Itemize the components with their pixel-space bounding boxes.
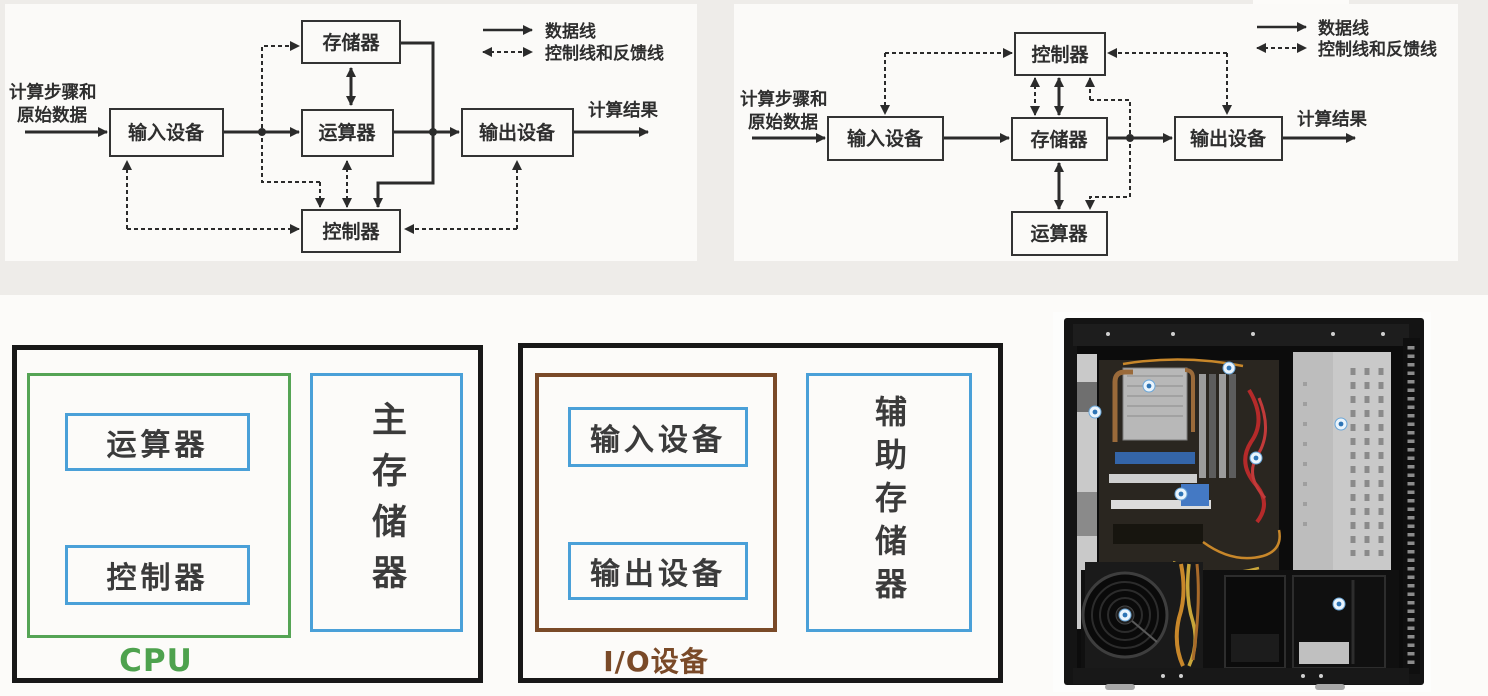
diagram-panel-alu-centric: 存储器 输入设备 运算器 输出设备 控制器 计算步骤和 原始数据 计算结果 数据… xyxy=(5,4,697,261)
von-neumann-diagram-memory-centric: 控制器 输入设备 存储器 输出设备 运算器 计算步骤和 原始数据 计算结果 数据… xyxy=(740,18,1437,256)
io-input-box: 输入设备 xyxy=(568,407,748,467)
node-input-label: 输入设备 xyxy=(128,121,205,144)
legend-data-line-label: 数据线 xyxy=(1318,18,1369,39)
input-annotation-line2: 原始数据 xyxy=(17,105,87,126)
computer-case-photo xyxy=(1053,312,1431,692)
control-feedback-lines xyxy=(880,48,1232,210)
cpu-caption: CPU xyxy=(119,643,193,679)
cpu-alu-box: 运算器 xyxy=(65,413,250,471)
case-bottom-rail xyxy=(1073,668,1409,690)
legend: 数据线 控制线和反馈线 xyxy=(1256,18,1437,60)
cpu-controller-box: 控制器 xyxy=(65,545,250,605)
auxiliary-memory-label: 辅助存储器 xyxy=(870,395,908,610)
output-annotation: 计算结果 xyxy=(1297,109,1367,130)
node-alu: 运算器 xyxy=(1011,211,1108,256)
junction-dot xyxy=(429,128,437,136)
node-alu-label: 运算器 xyxy=(1030,222,1088,245)
host-group-box-cpu: 运算器 控制器 CPU 主存储器 xyxy=(12,345,483,683)
legend-data-line-label: 数据线 xyxy=(545,21,596,42)
motherboard xyxy=(1099,358,1281,578)
output-annotation: 计算结果 xyxy=(588,100,658,121)
node-memory-label: 存储器 xyxy=(322,31,380,54)
node-input-label: 输入设备 xyxy=(847,127,924,150)
legend-control-line-label: 控制线和反馈线 xyxy=(545,43,664,64)
computer-case-photo-art xyxy=(1053,312,1431,692)
node-input-device: 输入设备 xyxy=(109,108,224,157)
legend-control-line-label: 控制线和反馈线 xyxy=(1318,39,1437,60)
node-input-device: 输入设备 xyxy=(827,116,944,161)
node-memory-label: 存储器 xyxy=(1030,128,1088,151)
legend: 数据线 控制线和反馈线 xyxy=(482,21,664,64)
io-group-box: 输入设备 输出设备 xyxy=(535,373,777,632)
main-memory-box: 主存储器 xyxy=(310,373,463,632)
node-output-device: 输出设备 xyxy=(461,108,574,157)
input-annotation-line1: 计算步骤和 xyxy=(740,89,828,110)
peripheral-group-box-io: 输入设备 输出设备 I/O设备 辅助存储器 xyxy=(518,343,1003,683)
node-output-label: 输出设备 xyxy=(1190,127,1267,150)
node-controller: 控制器 xyxy=(301,209,401,253)
node-controller-label: 控制器 xyxy=(1031,43,1089,66)
cpu-alu-label: 运算器 xyxy=(106,428,209,463)
io-input-label: 输入设备 xyxy=(590,423,726,458)
node-alu-label: 运算器 xyxy=(318,121,376,144)
cpu-group-box: 运算器 控制器 xyxy=(27,373,291,638)
node-memory: 存储器 xyxy=(301,20,401,64)
bottom-compartment xyxy=(1081,562,1399,670)
node-memory: 存储器 xyxy=(1011,117,1108,161)
node-controller: 控制器 xyxy=(1014,32,1106,76)
diagram-panel-memory-centric: 控制器 输入设备 存储器 输出设备 运算器 计算步骤和 原始数据 计算结果 数据… xyxy=(734,4,1458,261)
main-memory-label: 主存储器 xyxy=(366,400,406,605)
io-caption: I/O设备 xyxy=(603,645,709,678)
node-output-label: 输出设备 xyxy=(479,121,556,144)
drive-cage xyxy=(1293,352,1391,570)
cpu-controller-label: 控制器 xyxy=(106,561,209,596)
data-lines xyxy=(752,77,1356,210)
von-neumann-diagram-alu-centric: 存储器 输入设备 运算器 输出设备 控制器 计算步骤和 原始数据 计算结果 数据… xyxy=(9,20,664,253)
case-interior xyxy=(1073,346,1409,690)
io-output-label: 输出设备 xyxy=(590,557,726,592)
node-controller-label: 控制器 xyxy=(322,220,380,243)
node-output-device: 输出设备 xyxy=(1174,116,1283,161)
auxiliary-memory-box: 辅助存储器 xyxy=(806,373,972,632)
screw-markers xyxy=(1088,361,1348,622)
node-alu: 运算器 xyxy=(301,109,394,157)
data-lines xyxy=(25,41,649,208)
input-annotation-line2: 原始数据 xyxy=(748,112,818,133)
io-output-box: 输出设备 xyxy=(568,542,748,600)
input-annotation-line1: 计算步骤和 xyxy=(9,82,97,103)
control-feedback-lines xyxy=(122,41,522,234)
